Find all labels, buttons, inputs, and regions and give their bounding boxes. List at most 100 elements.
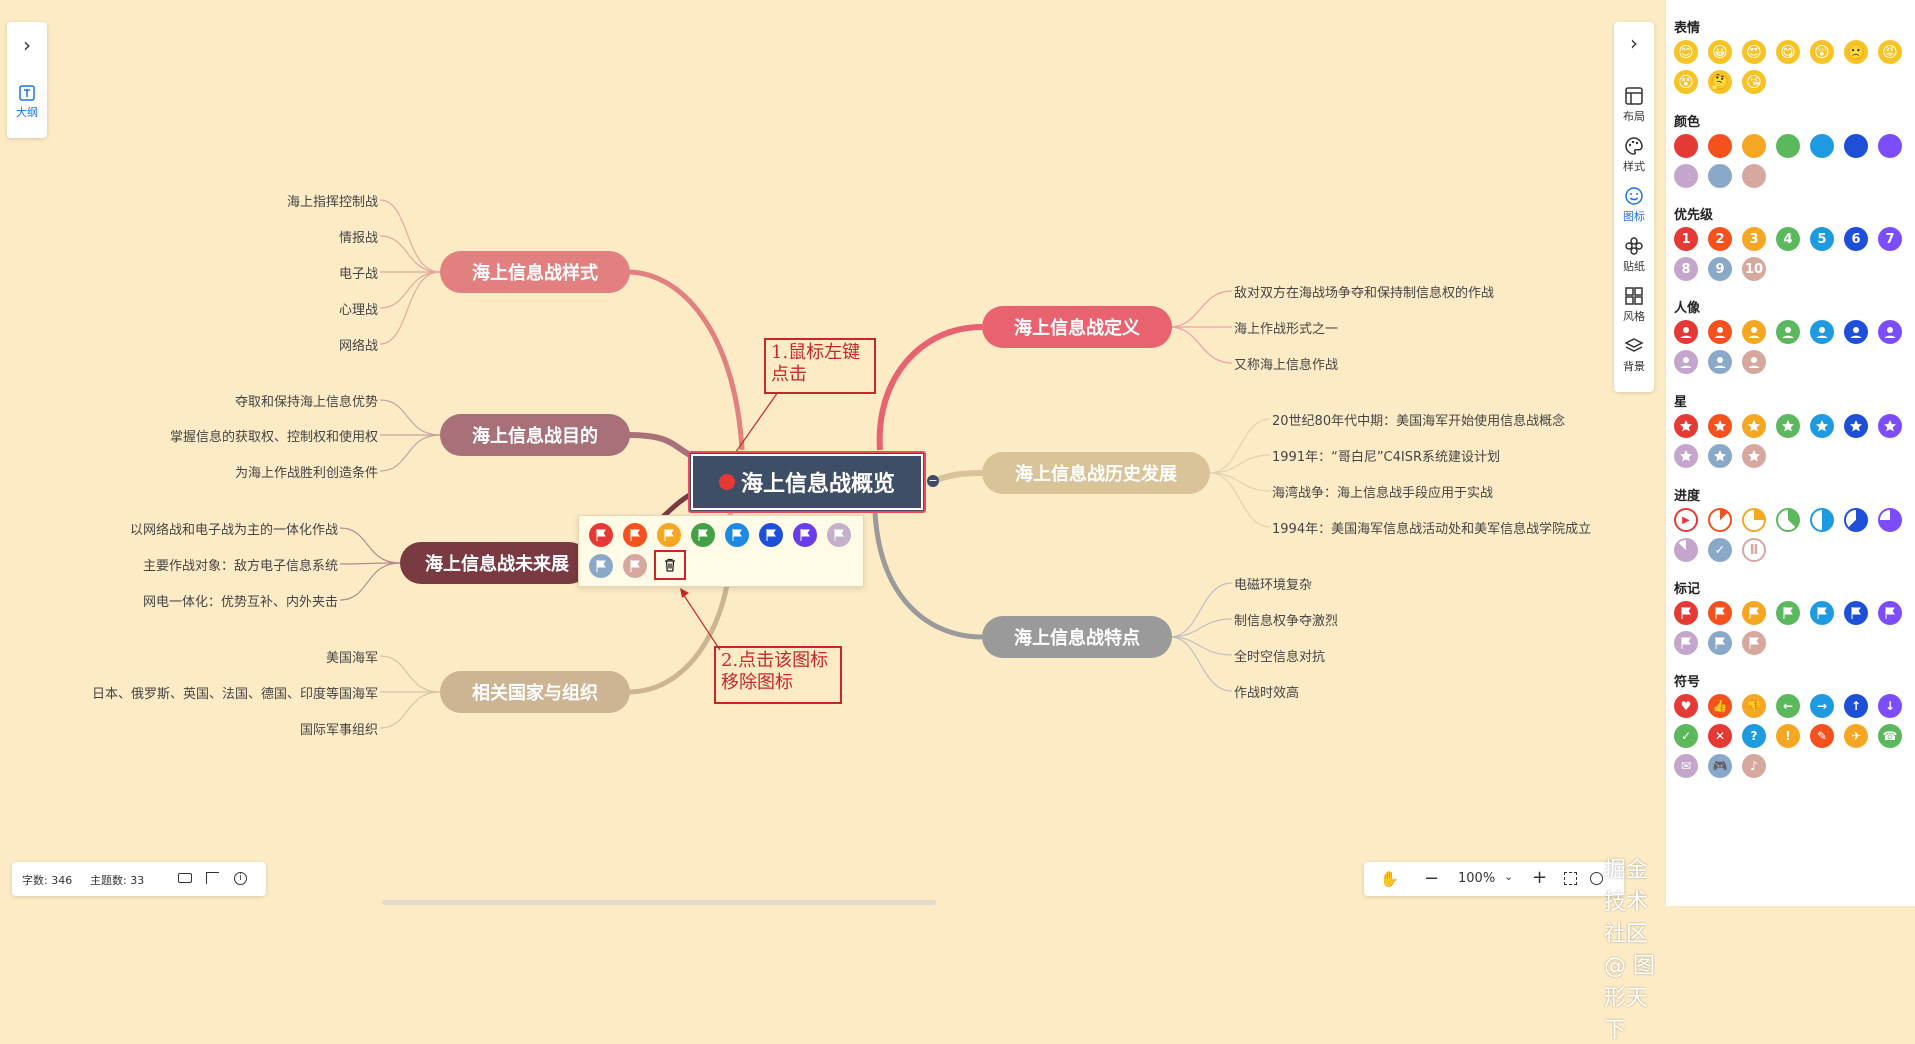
star-icon[interactable] xyxy=(1742,414,1766,438)
priority-icon[interactable]: 9 xyxy=(1708,257,1732,281)
priority-icon[interactable]: 2 xyxy=(1708,227,1732,251)
delete-icon-button[interactable] xyxy=(654,550,686,580)
flag-icon[interactable] xyxy=(1878,601,1902,625)
progress-icon[interactable] xyxy=(1878,508,1902,532)
leaf-topic[interactable]: 心理战 xyxy=(338,302,378,318)
leaf-topic[interactable]: 夺取和保持海上信息优势 xyxy=(234,394,378,410)
expand-chevron-icon[interactable]: › xyxy=(23,33,31,57)
color-dot-icon[interactable] xyxy=(1810,134,1834,158)
leaf-topic[interactable]: 网电一体化：优势互补、内外夹击 xyxy=(142,594,338,610)
symbol-icon[interactable]: 🎮 xyxy=(1708,754,1732,778)
flag-icon[interactable] xyxy=(1742,601,1766,625)
emoji-icon[interactable]: 😘 xyxy=(1742,70,1766,94)
progress-icon[interactable] xyxy=(1674,538,1698,562)
priority-icon[interactable]: 5 xyxy=(1810,227,1834,251)
color-dot-icon[interactable] xyxy=(1742,134,1766,158)
color-dot-icon[interactable] xyxy=(1674,164,1698,188)
symbol-icon[interactable]: ↓ xyxy=(1878,694,1902,718)
zoom-out-button[interactable]: − xyxy=(1424,868,1440,889)
person-icon[interactable] xyxy=(1776,320,1800,344)
star-icon[interactable] xyxy=(1674,414,1698,438)
leaf-topic[interactable]: 20世纪80年代中期：美国海军开始使用信息战概念 xyxy=(1272,413,1566,429)
flag-icon[interactable] xyxy=(691,523,715,547)
flag-icon[interactable] xyxy=(1810,601,1834,625)
horizontal-scrollbar[interactable] xyxy=(382,900,936,905)
leaf-topic[interactable]: 网络战 xyxy=(338,338,378,354)
emoji-icon[interactable]: 😲 xyxy=(1810,40,1834,64)
branch-history[interactable]: 海上信息战历史发展 xyxy=(982,452,1210,494)
collapse-button[interactable]: − xyxy=(927,474,939,487)
star-icon[interactable] xyxy=(1674,444,1698,468)
emoji-icon[interactable]: 🙁 xyxy=(1844,40,1868,64)
branch-future[interactable]: 海上信息战未来展 xyxy=(400,542,590,584)
progress-icon[interactable]: ✓ xyxy=(1708,538,1732,562)
leaf-topic[interactable]: 日本、俄罗斯、英国、法国、德国、印度等国海军 xyxy=(91,686,378,702)
leaf-topic[interactable]: 情报战 xyxy=(338,230,378,246)
progress-icon[interactable] xyxy=(1776,508,1800,532)
person-icon[interactable] xyxy=(1742,350,1766,374)
star-icon[interactable] xyxy=(1742,444,1766,468)
flag-icon[interactable] xyxy=(623,554,647,578)
emoji-icon[interactable]: 😊 xyxy=(1674,40,1698,64)
flag-icon[interactable] xyxy=(589,523,613,547)
info-icon[interactable]: i xyxy=(234,872,247,885)
tool-background[interactable]: 背景 xyxy=(1614,336,1654,374)
leaf-topic[interactable]: 海上作战形式之一 xyxy=(1234,321,1339,337)
symbol-icon[interactable]: ♥ xyxy=(1674,694,1698,718)
progress-icon[interactable]: ▶ xyxy=(1674,508,1698,532)
star-icon[interactable] xyxy=(1708,414,1732,438)
tool-theme[interactable]: 风格 xyxy=(1614,286,1654,324)
leaf-topic[interactable]: 1994年：美国海军信息战活动处和美军信息战学院成立 xyxy=(1272,521,1592,537)
star-icon[interactable] xyxy=(1844,414,1868,438)
hand-icon[interactable]: ✋ xyxy=(1380,870,1399,888)
symbol-icon[interactable]: ✎ xyxy=(1810,724,1834,748)
flag-icon[interactable] xyxy=(793,523,817,547)
priority-icon[interactable]: 6 xyxy=(1844,227,1868,251)
root-topic[interactable]: 海上信息战概览 xyxy=(688,451,926,513)
symbol-icon[interactable]: ? xyxy=(1742,724,1766,748)
flag-icon[interactable] xyxy=(759,523,783,547)
progress-icon[interactable] xyxy=(1844,508,1868,532)
outline-button[interactable]: 大纲 xyxy=(7,84,47,120)
emoji-icon[interactable]: 😵 xyxy=(1674,70,1698,94)
symbol-icon[interactable]: ! xyxy=(1776,724,1800,748)
color-dot-icon[interactable] xyxy=(1742,164,1766,188)
flag-icon[interactable] xyxy=(1844,601,1868,625)
leaf-topic[interactable]: 作战时效高 xyxy=(1234,685,1300,701)
star-icon[interactable] xyxy=(1776,414,1800,438)
leaf-topic[interactable]: 主要作战对象：敌方电子信息系统 xyxy=(142,558,338,574)
emoji-icon[interactable]: 😋 xyxy=(1776,40,1800,64)
person-icon[interactable] xyxy=(1708,350,1732,374)
leaf-topic[interactable]: 以网络战和电子战为主的一体化作战 xyxy=(129,522,338,538)
priority-icon[interactable]: 8 xyxy=(1674,257,1698,281)
branch-definition[interactable]: 海上信息战定义 xyxy=(982,306,1172,348)
symbol-icon[interactable]: ♪ xyxy=(1742,754,1766,778)
person-icon[interactable] xyxy=(1844,320,1868,344)
color-dot-icon[interactable] xyxy=(1708,164,1732,188)
flag-icon[interactable] xyxy=(827,523,851,547)
emoji-icon[interactable]: 🤔 xyxy=(1708,70,1732,94)
priority-icon[interactable]: 3 xyxy=(1742,227,1766,251)
leaf-topic[interactable]: 国际军事组织 xyxy=(299,722,378,738)
emoji-icon[interactable]: 😀 xyxy=(1708,40,1732,64)
symbol-icon[interactable]: ↑ xyxy=(1844,694,1868,718)
leaf-topic[interactable]: 为海上作战胜利创造条件 xyxy=(234,465,378,481)
symbol-icon[interactable]: 👎 xyxy=(1742,694,1766,718)
color-dot-icon[interactable] xyxy=(1776,134,1800,158)
person-icon[interactable] xyxy=(1878,320,1902,344)
symbol-icon[interactable]: 👍 xyxy=(1708,694,1732,718)
leaf-topic[interactable]: 敌对双方在海战场争夺和保持制信息权的作战 xyxy=(1234,285,1495,301)
leaf-topic[interactable]: 海湾战争：海上信息战手段应用于实战 xyxy=(1272,485,1494,501)
person-icon[interactable] xyxy=(1674,350,1698,374)
flag-icon[interactable] xyxy=(1776,601,1800,625)
minimap-icon[interactable] xyxy=(206,872,219,884)
leaf-topic[interactable]: 1991年：“哥白尼”C4ISR系统建设计划 xyxy=(1272,449,1501,465)
leaf-topic[interactable]: 海上指挥控制战 xyxy=(286,194,378,210)
flag-icon[interactable] xyxy=(1708,631,1732,655)
zoom-level[interactable]: 100% xyxy=(1458,871,1496,886)
leaf-topic[interactable]: 电磁环境复杂 xyxy=(1234,577,1313,593)
flag-icon[interactable] xyxy=(725,523,749,547)
flag-icon[interactable] xyxy=(1674,631,1698,655)
progress-icon[interactable] xyxy=(1708,508,1732,532)
color-dot-icon[interactable] xyxy=(1708,134,1732,158)
